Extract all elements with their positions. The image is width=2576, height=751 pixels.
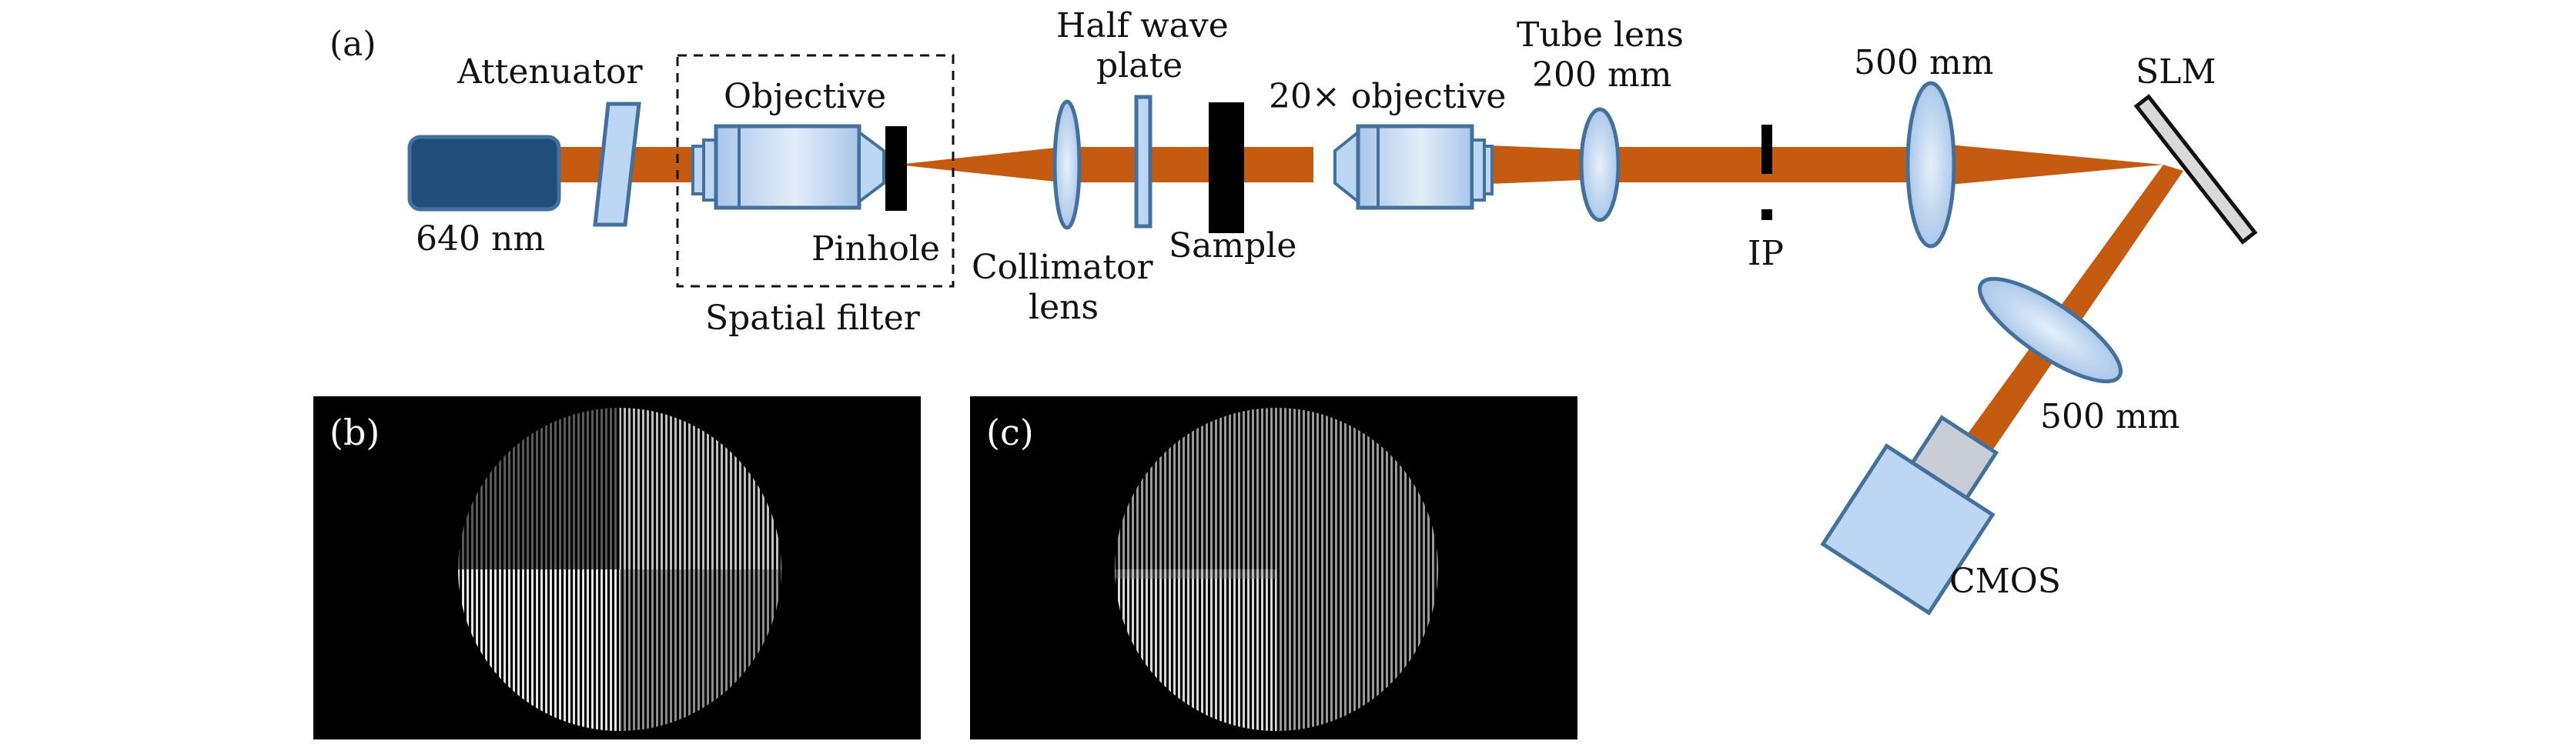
pinhole-label: Pinhole [811,229,940,269]
objective-20x-collar-inner [1470,139,1486,202]
lens-500mm-2: 500 mm [1977,276,2180,436]
objective-1-label: Objective [724,77,886,116]
half-wave-label-line2: plate [1096,46,1183,85]
lens-icon [1052,99,1082,230]
beam-after-objective [1490,145,1600,184]
microscope-objective-20x-icon [1356,124,1474,210]
objective-1: Objective [691,77,886,210]
objective-1-collar-outer [691,145,705,195]
collimator-label-line1: Collimator [972,248,1154,287]
collimator-label-line2: lens [1029,288,1099,327]
panel-b-label: (b) [330,412,380,453]
beam-to-slm [1925,142,2163,187]
objective-20x: 20× objective [1269,77,1506,210]
panel-b-phase-pattern [458,408,781,731]
iris-plane: IP [1748,125,1784,273]
attenuator: Attenuator [457,52,643,227]
laser-icon [407,135,561,212]
laser-label: 640 nm [416,219,545,259]
lens-500mm-1-label: 500 mm [1854,43,1993,82]
tube-lens-label-line2: 200 mm [1532,55,1671,95]
panel-a-label: (a) [330,25,376,64]
pinhole: Pinhole [811,126,940,269]
ip-label: IP [1748,234,1784,273]
laser-source: 640 nm [407,135,561,259]
sample: Sample [1169,102,1296,265]
mirror-icon [2133,94,2258,245]
lens-500mm-2-label: 500 mm [2040,397,2180,436]
spatial-filter: Spatial filter [676,54,955,338]
tube-lens-icon [1579,107,1621,222]
panel-c: (c) [970,396,1577,739]
iris-aperture-icon [1761,125,1772,174]
sample-block-icon [1209,102,1244,233]
sample-label: Sample [1169,226,1296,265]
cmos-camera-mount [1909,415,1999,501]
beam-collimated-sample [1062,147,1313,182]
panel-c-label: (c) [986,412,1034,453]
tube-lens: Tube lens 200 mm [1517,15,1684,222]
panel-b: (b) [313,396,921,739]
waveplate-icon [1134,95,1153,229]
lens-500mm-1: 500 mm [1854,43,1993,249]
objective-20x-collar-outer [1483,145,1494,195]
beam-focus-cone-1 [897,147,1062,182]
cmos-camera [1820,415,1999,616]
dashed-box-icon [676,54,955,288]
spatial-filter-label: Spatial filter [705,299,921,338]
objective-20x-nose [1333,129,1360,205]
cmos-label: CMOS [1949,562,2061,601]
lens-500mm-2-icon [1977,276,2123,384]
attenuator-label: Attenuator [457,52,643,92]
slm: SLM [2133,52,2258,245]
objective-20x-label: 20× objective [1269,77,1506,116]
lens-500mm-1-icon [1905,81,1956,249]
slm-label: SLM [2136,52,2216,92]
half-wave-plate: Half wave plate [1056,6,1229,229]
pinhole-block-icon [885,126,907,211]
iris-aperture-lower [1761,209,1772,220]
panel-c-phase-pattern [1115,408,1438,731]
panel-a: (a) 640 nm Attenuator Spatial filter [330,6,2258,616]
collimator-lens: Collimator lens [972,99,1154,327]
objective-1-nose [858,129,885,205]
microscope-objective-icon [714,124,861,210]
attenuator-icon [593,102,641,227]
tube-lens-label-line1: Tube lens [1517,15,1684,55]
half-wave-label-line1: Half wave [1056,6,1229,45]
